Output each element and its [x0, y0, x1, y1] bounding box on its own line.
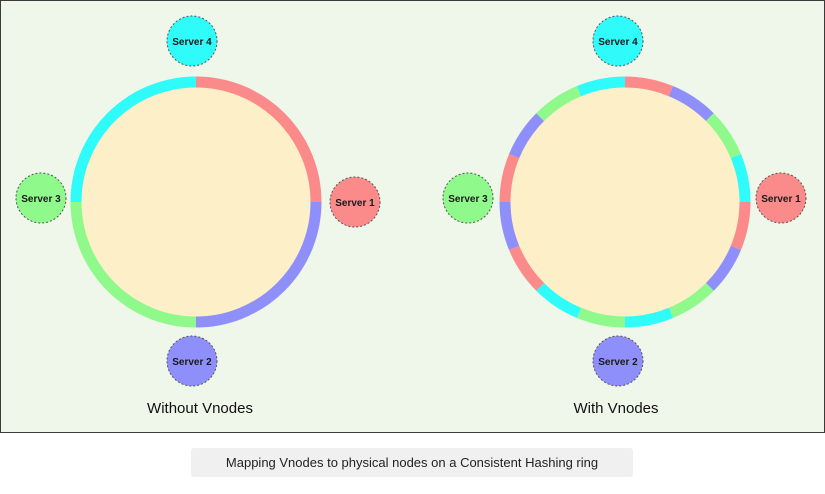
ring-segment-server4 [70, 76, 197, 203]
server-label: Server 4 [172, 37, 212, 48]
server-label: Server 2 [598, 357, 638, 368]
server-label: Server 1 [761, 194, 801, 205]
ring-segment-server2 [499, 201, 520, 251]
ring-segment-server2 [668, 86, 714, 122]
ring-segment-server3 [668, 282, 714, 318]
ring-segment-server3 [576, 307, 626, 328]
ring-segment-server3 [705, 113, 741, 159]
ring-segment-server3 [536, 86, 582, 122]
ring-segment-server4 [536, 282, 582, 318]
ring-fill [505, 82, 745, 322]
ring-segment-server2 [195, 201, 322, 328]
server-node-1: Server 1 [329, 176, 381, 228]
figure-caption: Mapping Vnodes to physical nodes on a Co… [191, 448, 633, 477]
server-label: Server 1 [335, 198, 375, 209]
ring-without-vnodes [70, 76, 322, 328]
server-node-4: Server 4 [166, 15, 218, 67]
ring-segment-server4 [624, 307, 674, 328]
server-node-4: Server 4 [592, 15, 644, 67]
ring-segments [70, 76, 322, 328]
ring-segment-server2 [705, 245, 741, 291]
server-label: Server 3 [21, 194, 61, 205]
diagram-canvas: Server 4 Server 1 Server 2 Server 3 With… [0, 0, 825, 433]
ring-with-vnodes [499, 76, 751, 328]
ring-segment-server1 [499, 153, 520, 203]
server-label: Server 4 [598, 37, 638, 48]
ring-fill [76, 82, 316, 322]
server-node-3: Server 3 [15, 172, 67, 224]
ring-segment-server2 [509, 113, 545, 159]
ring-segment-server4 [730, 153, 751, 203]
hashing-diagrams: Server 4 Server 1 Server 2 Server 3 With… [15, 15, 807, 417]
ring-segment-server1 [730, 201, 751, 251]
ring-segment-server1 [509, 245, 545, 291]
ring-segment-server1 [195, 76, 322, 203]
ring-segments [499, 76, 751, 328]
ring-segment-server1 [624, 76, 674, 97]
server-label: Server 2 [172, 357, 212, 368]
ring-segment-server4 [576, 76, 626, 97]
server-label: Server 3 [448, 194, 488, 205]
diagram-label-without-vnodes: Without Vnodes [147, 400, 253, 417]
server-node-2: Server 2 [592, 335, 644, 387]
diagram-label-with-vnodes: With Vnodes [573, 400, 658, 417]
server-node-3: Server 3 [442, 172, 494, 224]
server-node-2: Server 2 [166, 335, 218, 387]
server-node-1: Server 1 [755, 172, 807, 224]
ring-segment-server3 [70, 201, 197, 328]
